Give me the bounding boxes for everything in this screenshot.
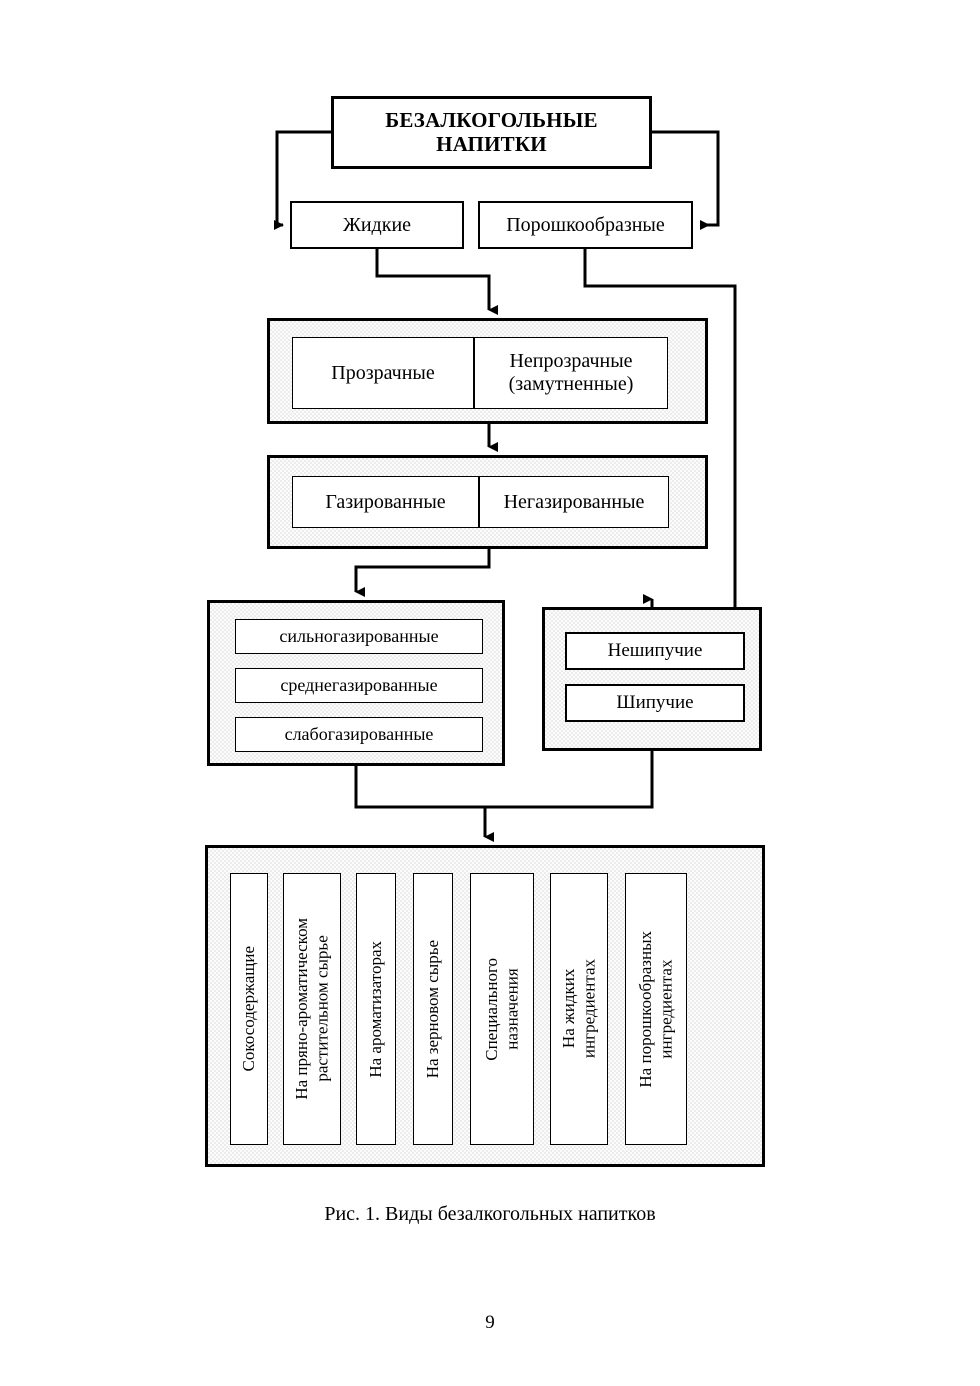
node-opaque: Непрозрачные (замутненные) (474, 337, 668, 409)
kind-cell: На пряно-ароматическом растительном сырь… (283, 873, 341, 1145)
node-powder: Порошкообразные (478, 201, 693, 249)
title-line-1: БЕЗАЛКОГОЛЬНЫЕ (385, 107, 598, 132)
node-transparent: Прозрачные (292, 337, 474, 409)
kind-cell: На жидких ингредиентах (550, 873, 608, 1145)
group-carbonation: Газированные Негазированные (267, 455, 708, 549)
page-number: 9 (485, 1312, 495, 1333)
node-carbonated-label: Газированные (325, 490, 446, 513)
node-liquid: Жидкие (290, 201, 464, 249)
kind-cell: На порошкообразных ингредиентах (625, 873, 687, 1145)
title-line-2: НАПИТКИ (436, 131, 547, 156)
node-fizzy-label: Шипучие (616, 692, 694, 714)
kind-cell: На ароматизаторах (356, 873, 396, 1145)
group-carbonation-degrees: сильногазированные среднегазированные сл… (207, 600, 505, 766)
node-powder-label: Порошкообразные (506, 213, 665, 236)
node-strongly-carbonated-label: сильногазированные (279, 626, 439, 647)
node-transparent-label: Прозрачные (331, 361, 435, 384)
kind-label: На пряно-ароматическом растительном сырь… (291, 918, 331, 1100)
node-weakly-carbonated: слабогазированные (235, 717, 483, 752)
node-strongly-carbonated: сильногазированные (235, 619, 483, 654)
group-transparency: Прозрачные Непрозрачные (замутненные) (267, 318, 708, 424)
group-beverage-kinds: Сокосодержащие На пряно-ароматическом ра… (205, 845, 765, 1167)
kind-label: Сокосодержащие (238, 946, 258, 1072)
node-non-carbonated: Негазированные (479, 476, 669, 528)
node-weakly-carbonated-label: слабогазированные (284, 724, 434, 745)
node-non-fizzy: Нешипучие (565, 632, 745, 670)
kind-cell: Специального назначения (470, 873, 534, 1145)
kind-label: Специального назначения (481, 957, 521, 1061)
node-medium-carbonated-label: среднегазированные (280, 675, 438, 696)
figure-caption: Рис. 1. Виды безалкогольных напитков (324, 1203, 656, 1225)
node-liquid-label: Жидкие (342, 213, 412, 236)
group-fizziness: Нешипучие Шипучие (542, 607, 762, 751)
node-opaque-label-line-1: Непрозрачные (509, 350, 633, 373)
node-fizzy: Шипучие (565, 684, 745, 722)
node-opaque-label-line-2: (замутненные) (508, 373, 634, 395)
kind-label: На жидких ингредиентах (558, 959, 598, 1059)
kind-cell: На зерновом сырье (413, 873, 453, 1145)
node-non-fizzy-label: Нешипучие (607, 640, 703, 662)
kind-label: На порошкообразных ингредиентах (635, 930, 675, 1088)
node-title: БЕЗАЛКОГОЛЬНЫЕ НАПИТКИ (331, 96, 652, 169)
kind-label: На ароматизаторах (365, 940, 385, 1078)
kind-cell: Сокосодержащие (230, 873, 268, 1145)
node-carbonated: Газированные (292, 476, 479, 528)
node-medium-carbonated: среднегазированные (235, 668, 483, 703)
node-non-carbonated-label: Негазированные (503, 490, 645, 513)
kind-label: На зерновом сырье (422, 939, 442, 1079)
